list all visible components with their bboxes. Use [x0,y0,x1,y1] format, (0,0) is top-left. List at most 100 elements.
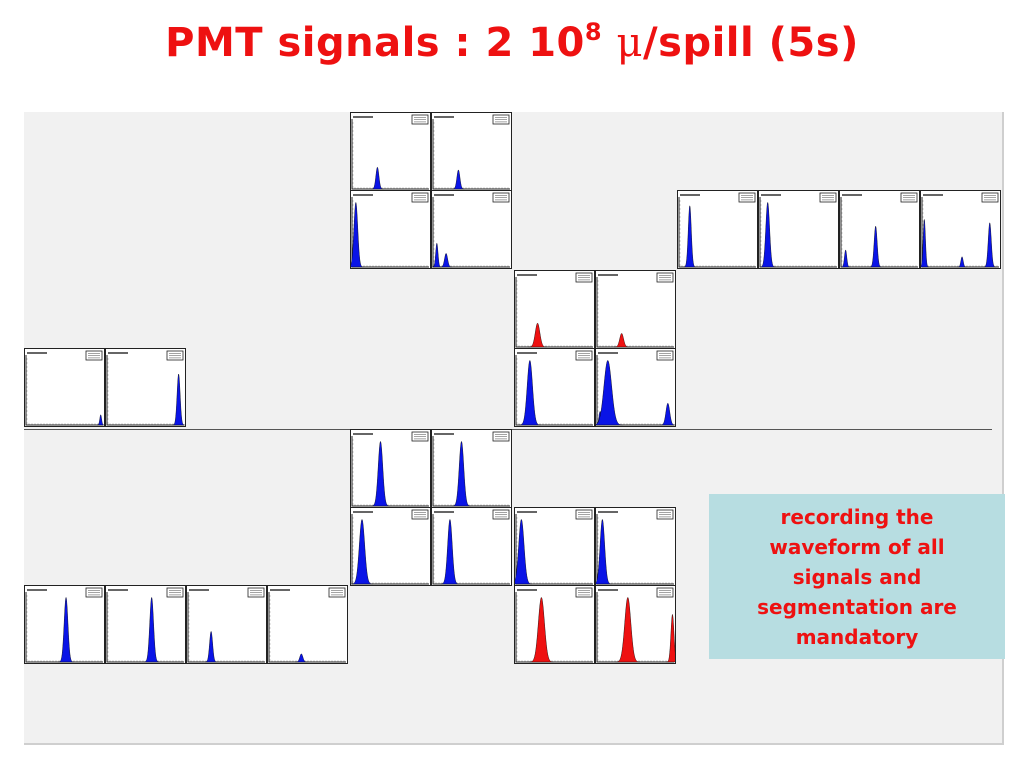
histogram-panel [267,585,348,664]
histogram-panel [431,112,512,191]
histogram-plot [840,192,918,268]
histogram-peak [452,441,471,507]
histogram-panel [105,585,186,664]
histogram-panel [595,348,676,427]
histogram-axes [515,355,593,426]
histogram-panel [595,585,676,664]
histogram-panel [595,507,676,586]
histogram-plot [106,587,184,663]
histogram-peak [840,249,851,268]
histogram-axes [596,277,674,348]
histogram-axes [840,197,918,268]
histogram-peak [528,597,554,663]
histogram-panel [839,190,920,269]
histogram-plot [268,587,346,663]
histogram-axes [268,592,346,663]
histogram-plot [596,587,675,663]
histogram-panel [431,190,512,269]
histogram-plot [432,509,510,585]
histogram-peak [666,614,675,663]
histogram-peak [432,242,442,268]
histogram-peak [172,373,185,426]
histogram-axes [596,592,674,663]
histogram-peak [518,360,541,426]
histogram-plot [432,114,510,190]
note-text: recording the waveform of all signals an… [757,504,957,649]
histogram-panel [24,348,105,427]
histogram-axes [515,514,593,585]
histogram-panel [514,270,595,349]
histogram-panel [350,190,431,269]
histogram-peak [371,166,384,190]
histogram-axes [515,277,593,348]
histogram-axes [351,119,429,190]
histogram-panel [186,585,267,664]
histogram-panel [595,270,676,349]
histogram-peak [759,202,776,268]
histogram-axes [678,197,756,268]
histogram-peak [351,519,373,585]
histogram-plot [432,192,510,268]
histogram-plot [187,587,265,663]
histogram-peak [143,597,160,663]
histogram-axes [351,197,429,268]
histogram-peak [96,414,104,426]
histogram-plot [351,192,429,268]
histogram-axes [106,592,184,663]
histogram-axes [187,592,265,663]
histogram-panel [350,507,431,586]
histogram-panel [105,348,186,427]
histogram-axes [25,592,103,663]
histogram-plot [25,350,104,426]
histogram-plot [351,114,429,190]
histogram-axes [351,436,429,507]
title-mu-symbol: μ [616,20,644,66]
histogram-plot [351,431,429,507]
histogram-panel [431,429,512,508]
histogram-axes [432,197,510,268]
histogram-peak [351,202,364,268]
histogram-peak [869,225,883,268]
histogram-axes [25,355,103,426]
title-main: PMT signals : 2 10 [165,20,585,66]
histogram-panel [24,585,105,664]
histogram-panel [758,190,839,269]
histogram-plot [515,350,593,426]
histogram-plot [351,509,429,585]
histogram-panel [431,507,512,586]
histogram-peak [452,169,465,190]
histogram-plot [596,272,674,348]
histogram-peak [204,631,218,663]
histogram-panel [350,429,431,508]
histogram-peak [439,253,453,268]
histogram-panel [350,112,431,191]
histogram-peak [659,403,675,426]
note-box: recording the waveform of all signals an… [709,494,1005,659]
histogram-peak [515,519,533,585]
histogram-axes [432,514,510,585]
histogram-axes [432,436,510,507]
histogram-peak [615,597,641,663]
histogram-plot [515,587,593,663]
histogram-axes [515,592,593,663]
histogram-peak [921,218,930,268]
histogram-plot [596,509,674,585]
histogram-peak [983,222,997,268]
histogram-peak [683,205,697,268]
histogram-peak [957,256,967,268]
histogram-peak [596,519,612,585]
slide-title: PMT signals : 2 108 μ/spill (5s) [0,18,1024,66]
histogram-plot [432,431,510,507]
histogram-panel [514,348,595,427]
histogram-plot [921,192,999,268]
histogram-peak [596,360,624,426]
title-exponent: 8 [584,18,603,46]
histogram-axes [596,514,674,585]
histogram-panel [514,585,595,664]
histogram-panel [677,190,758,269]
histogram-plot [106,350,185,426]
histogram-peak [371,441,390,507]
histogram-axes [106,355,184,426]
histogram-plot [25,587,103,663]
histogram-plot [515,509,593,585]
